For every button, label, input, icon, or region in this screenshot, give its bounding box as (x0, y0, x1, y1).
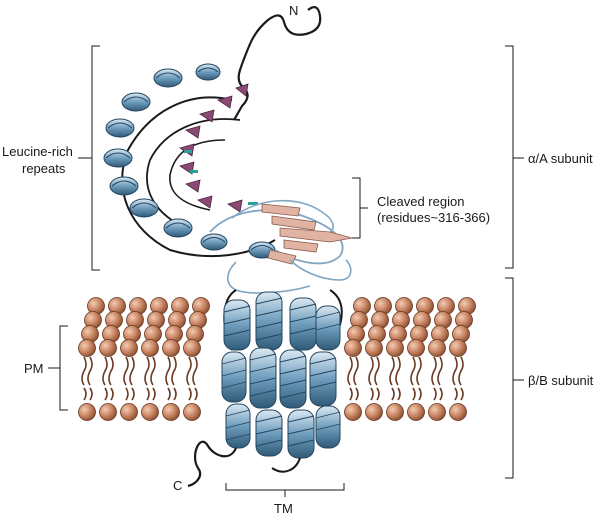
c-terminus-label: C (173, 478, 183, 493)
membrane-right (344, 297, 476, 421)
beta-subunit-label: β/B subunit (528, 373, 594, 388)
cleaved-region-label-line2: (residues~316-366) (377, 210, 491, 225)
leucine-rich-label-line1: Leucine-rich (2, 144, 73, 159)
alpha-subunit-ribbon (103, 6, 353, 294)
beta-subunit-ribbon (187, 289, 343, 488)
n-terminus-label: N (289, 3, 299, 18)
membrane-left (78, 297, 210, 421)
leucine-rich-label-line2: repeats (22, 161, 66, 176)
pm-label: PM (24, 361, 44, 376)
alpha-subunit-label: α/A subunit (528, 151, 593, 166)
tm-label: TM (274, 501, 293, 516)
cleaved-region-label-line1: Cleaved region (377, 194, 465, 209)
annotation-lines (48, 45, 524, 497)
